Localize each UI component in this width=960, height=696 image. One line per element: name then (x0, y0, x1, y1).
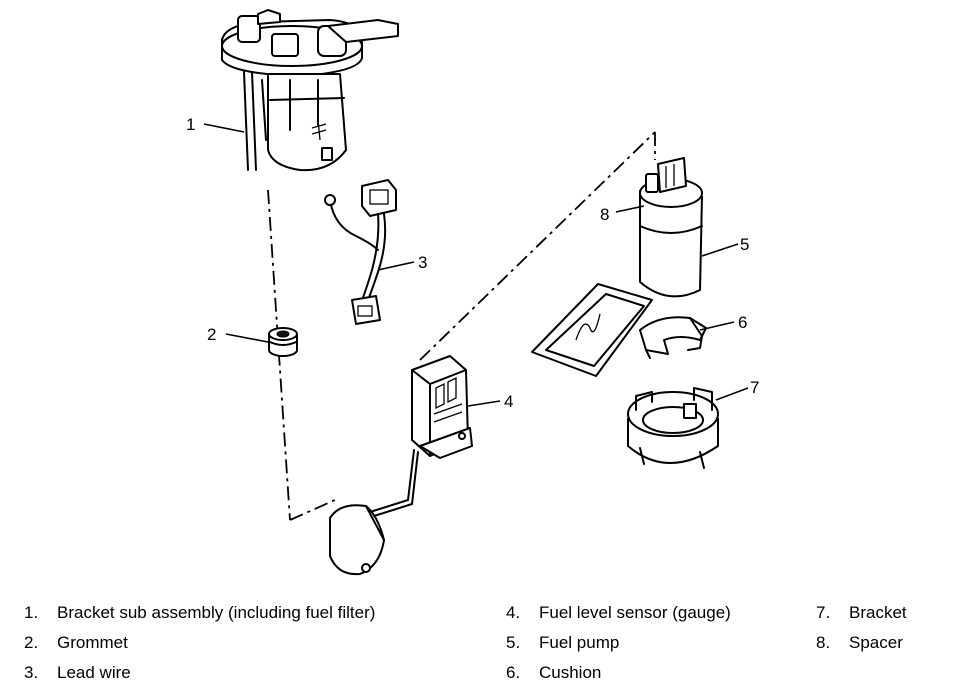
legend-number: 5. (506, 633, 521, 652)
legend-number: 2. (24, 633, 39, 652)
legend-number: 6. (506, 663, 521, 682)
callout-labels: 1 2 3 4 5 6 7 8 (186, 115, 759, 411)
legend-number: 1. (24, 603, 39, 622)
legend-label: Cushion (539, 663, 602, 682)
legend-column-3: 7. Bracket 8. Spacer (816, 598, 907, 658)
legend-label: Fuel pump (539, 633, 620, 652)
leader-lines (203, 123, 749, 407)
legend-label: Bracket sub assembly (including fuel fil… (57, 603, 376, 622)
legend-number: 7. (816, 603, 831, 622)
callout-6: 6 (738, 313, 747, 332)
callout-3: 3 (418, 253, 427, 272)
fuel-pump-exploded-diagram: 1 2 3 4 5 6 7 8 (186, 9, 759, 576)
legend-item: 5. Fuel pump (506, 628, 731, 658)
fuel-pump-part (531, 157, 703, 377)
bracket-sub-assembly-part (221, 9, 399, 172)
legend-column-1: 1. Bracket sub assembly (including fuel … (24, 598, 375, 688)
legend-label: Grommet (57, 633, 128, 652)
legend-label: Fuel level sensor (gauge) (539, 603, 731, 622)
legend-label: Lead wire (57, 663, 131, 682)
legend-item: 6. Cushion (506, 658, 731, 688)
lead-wire-part (324, 179, 397, 325)
legend-number: 8. (816, 633, 831, 652)
legend-item: 1. Bracket sub assembly (including fuel … (24, 598, 375, 628)
legend-item: 7. Bracket (816, 598, 907, 628)
callout-8: 8 (600, 205, 609, 224)
callout-1: 1 (186, 115, 195, 134)
legend-item: 2. Grommet (24, 628, 375, 658)
grommet-part (268, 327, 298, 357)
legend-number: 4. (506, 603, 521, 622)
callout-4: 4 (504, 392, 513, 411)
legend-item: 3. Lead wire (24, 658, 375, 688)
cushion-part (639, 316, 707, 359)
callout-2: 2 (207, 325, 216, 344)
legend-item: 8. Spacer (816, 628, 907, 658)
callout-7: 7 (750, 378, 759, 397)
legend-label: Bracket (849, 603, 907, 622)
legend-column-2: 4. Fuel level sensor (gauge) 5. Fuel pum… (506, 598, 731, 688)
legend-item: 4. Fuel level sensor (gauge) (506, 598, 731, 628)
bracket-part (627, 387, 719, 469)
legend-number: 3. (24, 663, 39, 682)
callout-5: 5 (740, 235, 749, 254)
fuel-level-sensor-part (329, 355, 473, 576)
legend-label: Spacer (849, 633, 903, 652)
